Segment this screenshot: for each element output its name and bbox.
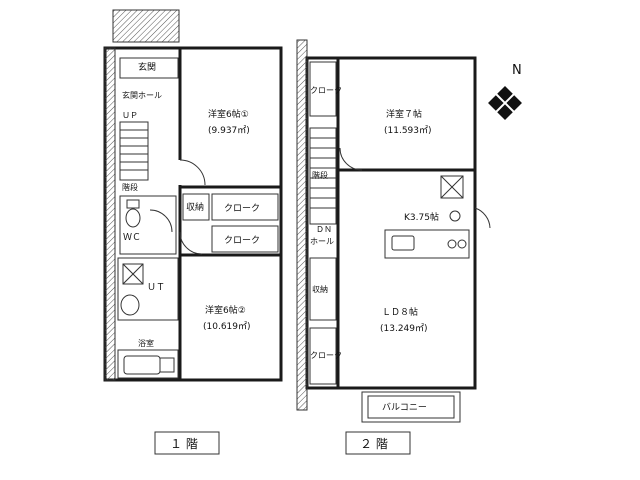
label-ut: ＵＴ bbox=[147, 283, 165, 293]
label-balcony: バルコニー bbox=[382, 402, 427, 413]
cloak-1f-b bbox=[211, 225, 279, 253]
floor-2-stairs bbox=[309, 127, 337, 225]
toilet-fixture bbox=[125, 208, 141, 228]
label-ld-name: ＬＤ８帖 bbox=[382, 306, 418, 318]
floor-1-side-strip bbox=[104, 47, 116, 381]
floor-1-label-box: １ 階 bbox=[154, 431, 220, 455]
label-hall-2f: ホール bbox=[310, 237, 334, 246]
label-bath: 浴室 bbox=[138, 338, 154, 348]
compass: N bbox=[488, 63, 522, 120]
label-room1-area: (9.937㎡) bbox=[208, 125, 250, 136]
label-wc: ＷＣ bbox=[123, 233, 141, 243]
label-cloak-2f-bottom: クローク bbox=[310, 351, 342, 360]
cloak-1f-a bbox=[211, 193, 279, 221]
label-cloak-1f-b: クローク bbox=[224, 235, 260, 246]
label-room7-area: (11.593㎡) bbox=[384, 125, 432, 136]
utility-room bbox=[117, 257, 179, 321]
entrance-box bbox=[119, 57, 179, 79]
label-storage-2f: 収納 bbox=[312, 284, 328, 294]
label-storage-1f: 収納 bbox=[186, 201, 204, 213]
label-hall-1f: 玄関ホール bbox=[122, 90, 162, 100]
label-entrance: 玄関 bbox=[138, 61, 156, 73]
label-room7-name: 洋室７帖 bbox=[386, 108, 422, 120]
bathroom bbox=[117, 349, 179, 379]
label-cloak-1f-a: クローク bbox=[224, 203, 260, 214]
label-kitchen: K3.75帖 bbox=[404, 211, 439, 223]
kitchen-counter bbox=[384, 229, 470, 259]
label-room1-name: 洋室6帖① bbox=[208, 108, 249, 120]
kitchen-hood bbox=[440, 175, 464, 199]
label-room2-area: (10.619㎡) bbox=[203, 321, 251, 332]
label-floor-1: １ 階 bbox=[170, 436, 198, 451]
label-room2-name: 洋室6帖② bbox=[205, 304, 246, 316]
floor-2-outer-wall bbox=[305, 56, 477, 390]
cloak-2f-bottom bbox=[309, 327, 337, 385]
compass-icon bbox=[488, 86, 522, 120]
label-up: ＵＰ bbox=[122, 111, 138, 120]
label-dn: ＤＮ bbox=[316, 225, 332, 234]
floor-2-plan bbox=[296, 39, 491, 423]
label-ld-area: (13.249㎡) bbox=[380, 323, 428, 334]
compass-north-label: N bbox=[512, 63, 522, 78]
label-stairs-1f: 階段 bbox=[122, 182, 138, 192]
wc-room bbox=[119, 195, 177, 255]
floor-2-label-box: ２ 階 bbox=[345, 431, 411, 455]
storage-1f bbox=[182, 193, 210, 221]
label-stairs-2f: 階段 bbox=[312, 170, 328, 180]
washbasin bbox=[120, 294, 140, 316]
floor-2-side-strip bbox=[296, 39, 308, 411]
label-cloak-2f-top: クローク bbox=[310, 86, 342, 95]
cloak-2f-top bbox=[309, 61, 337, 117]
balcony-area bbox=[361, 391, 461, 423]
storage-2f bbox=[309, 257, 337, 321]
floor-1-plan bbox=[103, 9, 283, 382]
entrance-approach bbox=[112, 9, 180, 43]
floor-1-stairs bbox=[119, 121, 149, 181]
label-floor-2: ２ 階 bbox=[360, 436, 388, 451]
